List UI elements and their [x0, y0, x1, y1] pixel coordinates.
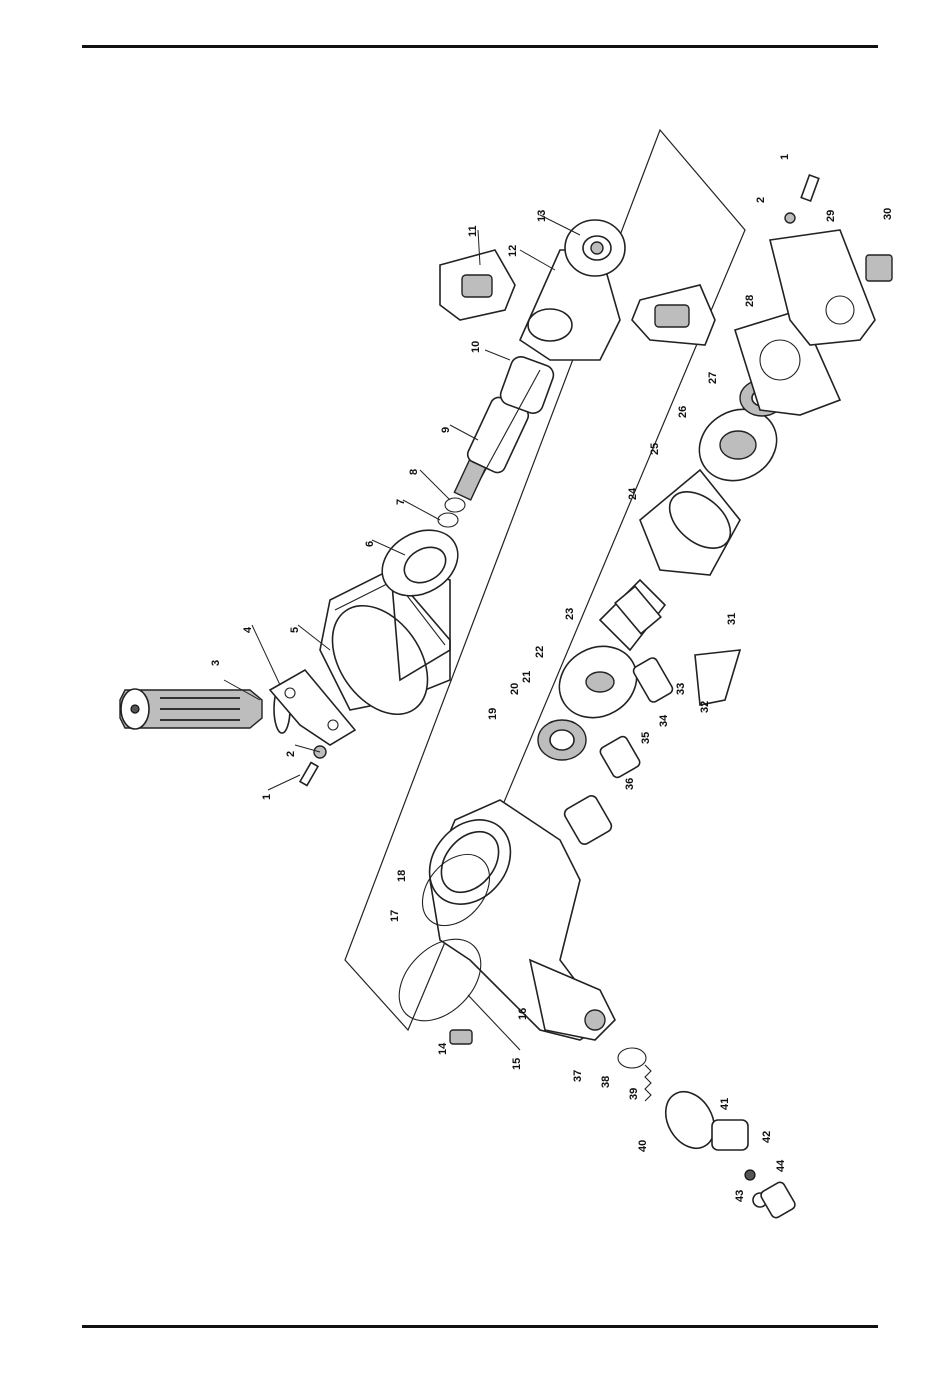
part-label-42: 42 [761, 1131, 773, 1143]
part-label-36: 36 [624, 778, 636, 790]
part-label-13: 13 [536, 210, 548, 222]
part-label-16: 16 [517, 1008, 529, 1020]
rear-plate-part [546, 633, 649, 732]
screw-part [300, 746, 326, 786]
part-label-33: 33 [675, 683, 687, 695]
bushing-part [565, 220, 625, 276]
part-label-3: 3 [210, 660, 222, 666]
part-label-24: 24 [627, 487, 639, 500]
part-label-9: 9 [440, 427, 452, 433]
part-label-23: 23 [564, 608, 576, 620]
bearing-part [538, 720, 586, 760]
hammer-block-part-2 [632, 285, 715, 345]
part-label-14: 14 [437, 1042, 449, 1055]
part-label-18: 18 [396, 870, 408, 882]
part-label-37: 37 [572, 1070, 584, 1082]
part-label-27: 27 [707, 372, 719, 384]
reverse-valve-part [866, 255, 892, 281]
part-label-28: 28 [744, 295, 756, 307]
part-label-25: 25 [649, 443, 661, 455]
part-label-8: 8 [408, 469, 420, 475]
part-label-11: 11 [467, 225, 479, 237]
part-label-17: 17 [389, 910, 401, 922]
part-label-1b: 1 [779, 154, 791, 160]
part-label-20: 20 [509, 683, 521, 695]
part-label-31: 31 [726, 613, 738, 625]
part-label-43: 43 [734, 1190, 746, 1202]
part-label-4: 4 [242, 626, 254, 633]
part-label-32: 32 [699, 701, 711, 713]
part-label-39: 39 [628, 1088, 640, 1100]
part-label-35: 35 [640, 732, 652, 744]
part-label-44: 44 [775, 1159, 787, 1172]
snap-ring-part [438, 498, 465, 527]
rotor-part [600, 580, 665, 650]
part-label-7: 7 [395, 499, 407, 505]
part-label-38: 38 [600, 1076, 612, 1088]
handle-grip-part [120, 685, 290, 733]
part-label-41: 41 [719, 1098, 731, 1110]
part-label-26: 26 [677, 406, 689, 418]
part-label-19: 19 [487, 708, 499, 720]
part-label-10: 10 [470, 341, 482, 353]
screw-part-2 [785, 175, 819, 223]
part-label-1a: 1 [261, 794, 273, 800]
cylinder-part [640, 470, 741, 575]
part-label-15: 15 [511, 1058, 523, 1070]
part-label-2b: 2 [755, 197, 767, 203]
part-label-29: 29 [825, 210, 837, 222]
pin-part [450, 995, 520, 1050]
part-label-30: 30 [882, 208, 894, 220]
trigger-part [695, 650, 740, 705]
part-label-21: 21 [521, 671, 533, 683]
part-label-6: 6 [364, 541, 376, 547]
part-label-5: 5 [289, 627, 301, 633]
hammer-block-part [440, 250, 515, 320]
part-label-12: 12 [507, 245, 519, 257]
part-label-2a: 2 [285, 751, 297, 757]
part-label-40: 40 [637, 1140, 649, 1152]
part-label-34: 34 [658, 714, 670, 727]
part-label-22: 22 [534, 646, 546, 658]
anvil-part [454, 395, 531, 500]
